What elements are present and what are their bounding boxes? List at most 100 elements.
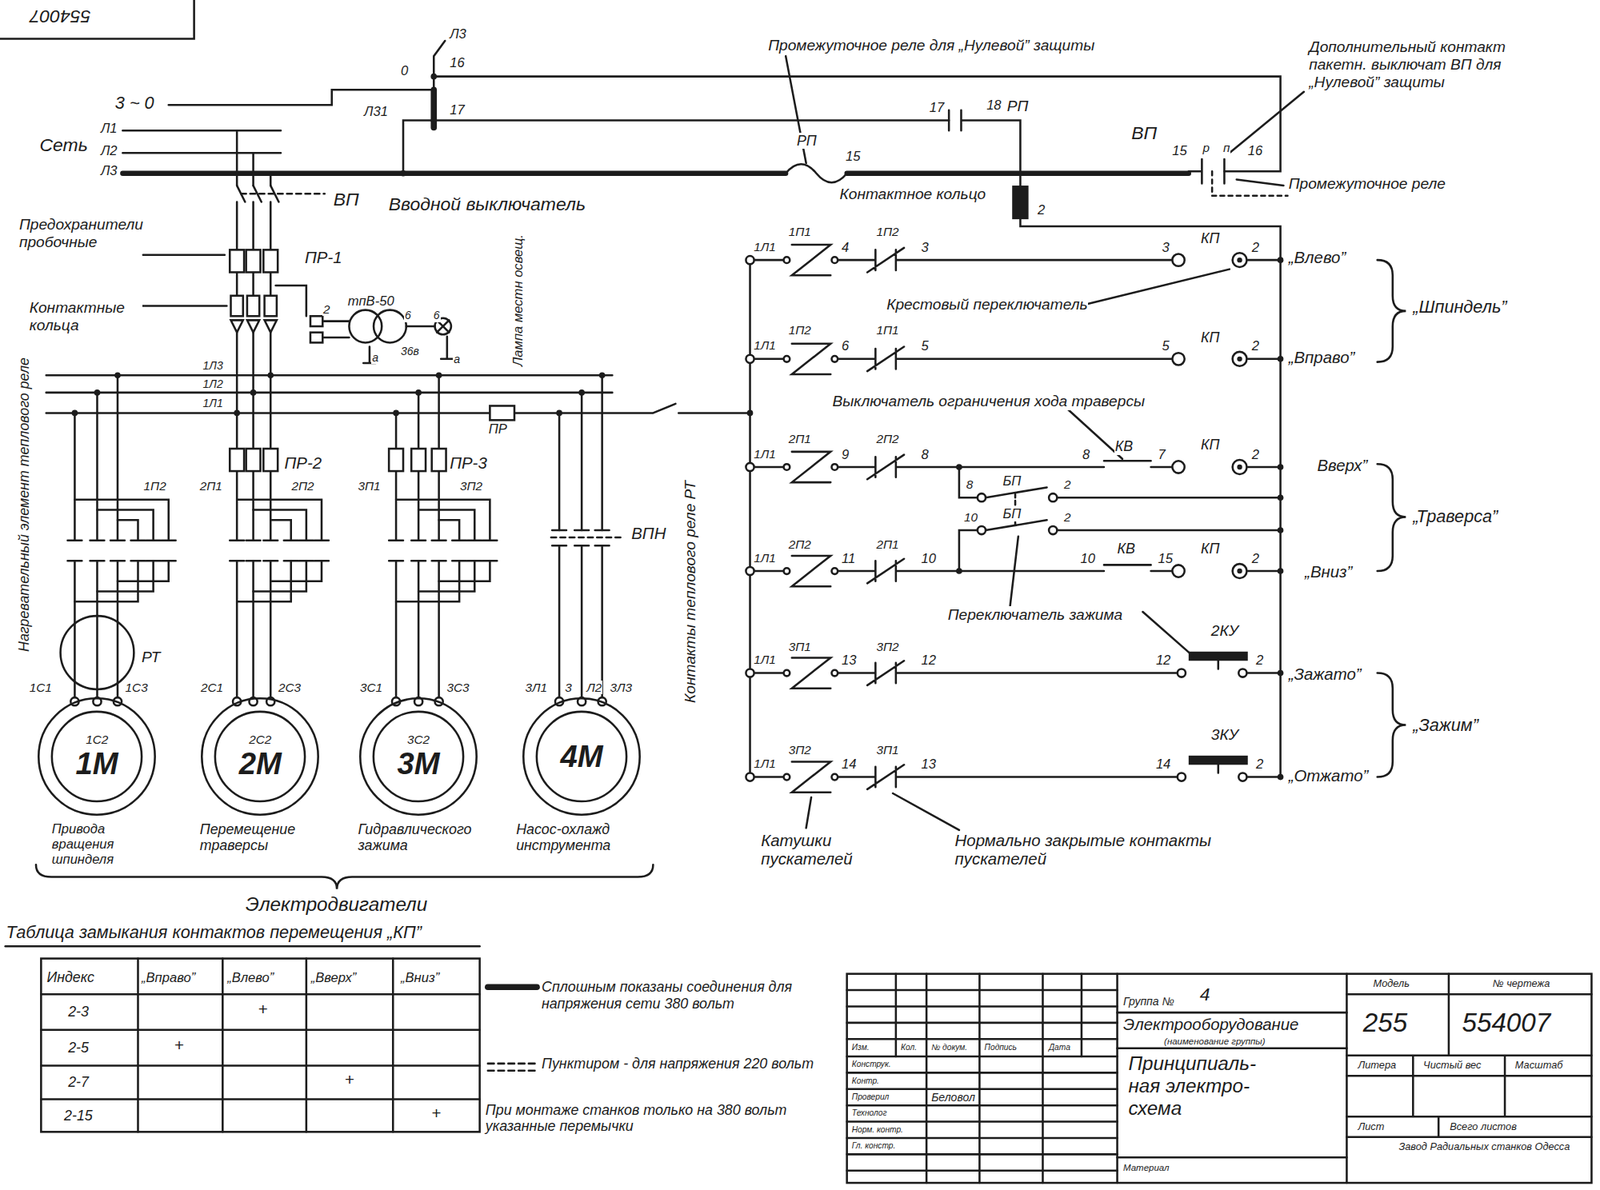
schematic-label: Материал: [1122, 1163, 1170, 1174]
schematic-label: 2С3: [277, 680, 302, 696]
terminal-circle: [784, 568, 791, 575]
schematic-label: 1П2: [875, 224, 900, 240]
schematic-label: 11: [840, 551, 856, 567]
schematic-label: РТ: [140, 648, 161, 667]
schematic-label: 15: [1156, 551, 1173, 567]
symbol-rect: [246, 249, 261, 272]
schematic-label: РП: [1006, 97, 1030, 116]
terminal-circle: [832, 356, 839, 363]
terminal-circle: [832, 774, 839, 781]
schematic-label: БП: [1002, 506, 1023, 522]
wire-line: [5, 945, 480, 948]
schematic-label: 17: [928, 100, 945, 116]
schematic-label: 12: [1155, 652, 1172, 668]
wire-line: [806, 269, 1230, 831]
wire-line: [46, 375, 751, 413]
schematic-label: Промежуточное реле для „Нулевой” защиты: [767, 36, 1096, 55]
schematic-label: 1Л1: [752, 447, 777, 462]
wire-line: [748, 260, 752, 777]
schematic-label: 2П1: [199, 479, 224, 494]
symbol-rect: [310, 316, 323, 327]
schematic-label: 1Л1: [202, 396, 224, 410]
motor-ring: [373, 712, 464, 802]
terminal-circle: [1048, 526, 1057, 535]
terminal-circle: [956, 568, 963, 575]
schematic-label: 2: [1251, 551, 1260, 567]
terminal-circle: [956, 464, 963, 471]
terminal-circle: [1177, 668, 1186, 677]
wire-line: [488, 1064, 537, 1072]
schematic-label: КП: [1200, 329, 1220, 347]
terminal-circle: [1232, 352, 1248, 367]
legend-text: Пунктиром - для напряжения 220 вольт: [540, 1056, 815, 1073]
schematic-label: 3Л1: [524, 680, 549, 696]
schematic-label: 1Л1: [752, 551, 777, 566]
schematic-label: 14: [1155, 756, 1172, 772]
schematic-label: ВП: [1130, 122, 1158, 144]
symbol-rect: [411, 448, 426, 472]
schematic-label: 2: [1036, 202, 1046, 218]
schematic-label: РП: [796, 132, 818, 150]
schematic-label: Дополнительный контакт пакетн. выключат …: [1308, 38, 1565, 92]
motor-name: 3М: [396, 747, 440, 781]
terminal-circle: [1172, 460, 1184, 473]
terminal-circle: [1277, 356, 1284, 363]
schematic-label: Сеть: [38, 134, 88, 156]
terminal-circle: [1232, 564, 1248, 579]
schematic-label: Технолог: [851, 1108, 888, 1119]
schematic-label: п: [1222, 140, 1231, 156]
wire-line: [847, 990, 1118, 1172]
schematic-label: 2: [1063, 510, 1072, 525]
schematic-label: 3: [1161, 240, 1171, 256]
schematic-label: Контакты теплового реле РТ: [681, 480, 700, 704]
schematic-label: 3КУ: [1210, 726, 1240, 744]
schematic-label: Л3: [100, 163, 119, 179]
schematic-label: 2-3: [67, 1004, 90, 1021]
schematic-label: „Вправо”: [1288, 348, 1356, 368]
motor-name: 4М: [560, 740, 603, 774]
wire-line: [363, 336, 453, 364]
motor-circle: 4М: [522, 697, 641, 816]
schematic-label: 10: [920, 551, 937, 567]
legend-text: Сплошным показаны соединения для напряже…: [540, 979, 839, 1012]
schematic-label: 2С1: [200, 680, 224, 696]
terminal-circle: [1277, 256, 1284, 264]
terminal-circle: [1236, 257, 1242, 263]
schematic-label: КВ: [1114, 438, 1134, 456]
schematic-label: Крестовый переключатель: [885, 296, 1088, 314]
schematic-label: Контактное кольцо: [838, 185, 987, 204]
wire-line: [750, 344, 1281, 375]
schematic-label: „Отжато”: [1288, 767, 1370, 786]
terminal-circle: [1277, 774, 1284, 781]
schematic-label: 10: [963, 510, 979, 525]
wire-line: [168, 89, 435, 105]
terminal-circle: [1232, 460, 1248, 475]
schematic-label: Лист: [1356, 1121, 1385, 1134]
terminal-circle: [747, 410, 754, 417]
schematic-label: „Траверса”: [1412, 507, 1499, 528]
terminal-circle: [1277, 494, 1284, 501]
schematic-label: 13: [920, 756, 937, 772]
motor-name: 1М: [76, 747, 119, 781]
wire-line: [276, 285, 436, 338]
schematic-label: 2-15: [63, 1108, 94, 1125]
schematic-label: 2П1: [875, 537, 900, 552]
schematic-label: Кол.: [900, 1043, 918, 1053]
symbol-group: [70, 249, 1247, 781]
schematic-label: Л31: [363, 104, 389, 120]
terminal-circle: [373, 310, 407, 344]
terminal-circle: [745, 772, 754, 781]
schematic-label: Контр.: [851, 1076, 880, 1087]
symbol-rect: [1189, 652, 1247, 660]
schematic-label: 255: [1362, 1008, 1408, 1039]
schematic-label: 2КУ: [1210, 622, 1240, 640]
schematic-label: 2: [1251, 447, 1260, 463]
terminal-circle: [745, 256, 754, 264]
wire-line: [750, 761, 1281, 792]
wire-line: [36, 864, 653, 890]
terminal-circle: [1236, 464, 1242, 470]
schematic-label: 7: [1156, 447, 1166, 463]
schematic-label: 2: [1251, 240, 1260, 256]
symbol-rect: [489, 405, 515, 420]
